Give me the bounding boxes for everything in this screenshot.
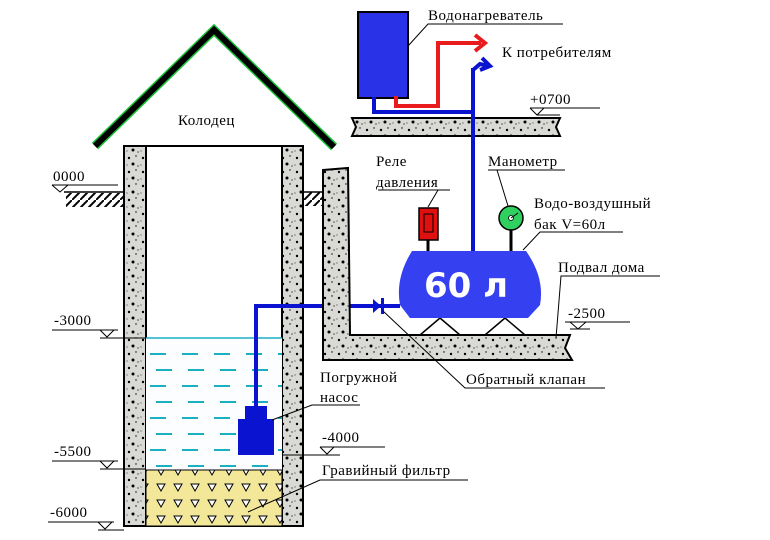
cold-outlet-arrow — [471, 61, 489, 72]
pressure-tank — [398, 251, 542, 318]
level-water: -3000 — [54, 313, 92, 329]
label-basement: Подвал дома — [558, 260, 645, 276]
basement-structure — [322, 166, 574, 361]
floor-slab — [350, 117, 562, 137]
hot-arrow-head — [473, 33, 489, 53]
label-check-valve: Обратный клапан — [466, 372, 586, 388]
supply-pipe — [254, 304, 400, 406]
label-tank-2: бак V=60л — [534, 217, 606, 233]
ground-level-marker — [51, 184, 323, 207]
level-markers — [48, 107, 630, 531]
roof — [91, 23, 338, 151]
label-pressure-relay-2: давления — [376, 175, 438, 191]
well-shaft — [123, 145, 304, 527]
label-to-consumers: К потребителям — [502, 45, 612, 61]
label-tank-1: Водо-воздушный — [534, 196, 651, 212]
well-title: Колодец — [178, 113, 235, 129]
level-pump: -4000 — [322, 430, 360, 446]
submersible-pump — [238, 406, 274, 455]
label-pump-2: насос — [320, 390, 358, 406]
tank-volume-label: 60 л — [424, 266, 508, 306]
label-gravel-filter: Гравийный фильтр — [322, 463, 451, 479]
level-filter-top: -5500 — [54, 444, 92, 460]
leader-lines — [247, 23, 660, 513]
cold-arrow-head — [479, 56, 494, 72]
label-pressure-relay-1: Реле — [376, 154, 407, 170]
heater-cold-pipe — [372, 97, 473, 114]
water-heater — [357, 11, 409, 99]
label-manometer: Манометр — [488, 154, 558, 170]
label-water-heater: Водонагреватель — [428, 8, 543, 24]
tank-supports — [419, 317, 526, 336]
manometer — [498, 205, 524, 251]
pressure-relay — [418, 207, 439, 251]
label-pump-1: Погружной — [320, 370, 398, 386]
gravel-filter — [145, 469, 283, 527]
level-floor: +0700 — [530, 92, 571, 108]
level-ground: 0000 — [53, 169, 85, 185]
check-valve — [373, 298, 384, 314]
level-bottom: -6000 — [50, 505, 88, 521]
hot-pipe — [394, 41, 481, 108]
level-basement: -2500 — [568, 306, 606, 322]
